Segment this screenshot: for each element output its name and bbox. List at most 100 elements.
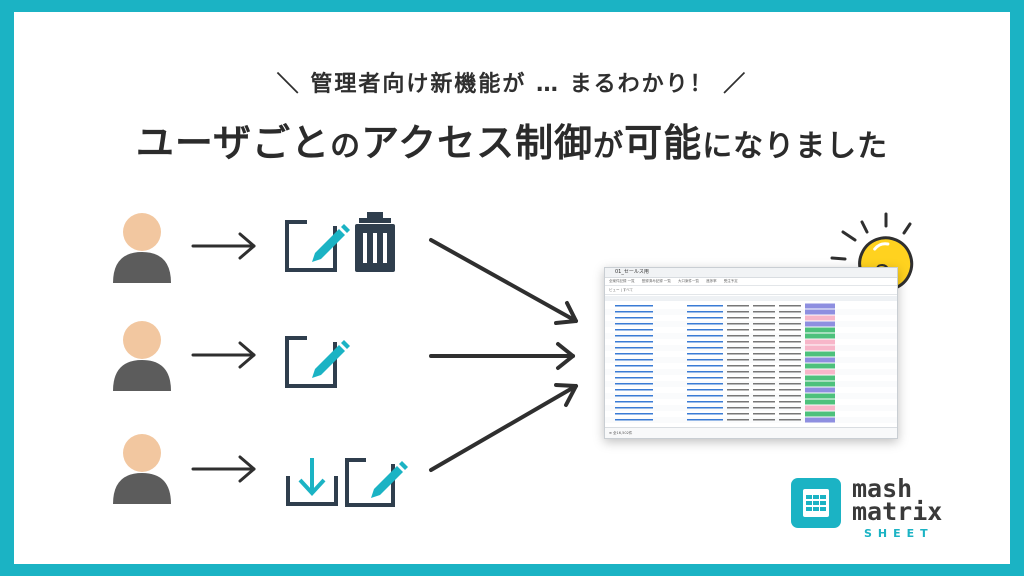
grid-cell-text <box>753 347 775 349</box>
grid-cell-text <box>687 305 723 307</box>
sheet-grid-icon <box>803 489 829 517</box>
grid-cell-text <box>687 371 723 373</box>
grid-row <box>605 369 897 375</box>
grid-status-tag <box>805 387 835 393</box>
grid-status-tag <box>805 303 835 309</box>
grid-cell-text <box>727 389 749 391</box>
grid-cell-text <box>615 419 653 421</box>
grid-status-tag <box>805 345 835 351</box>
grid-cell-text <box>615 335 653 337</box>
grid-row <box>605 333 897 339</box>
grid-cell-text <box>687 413 723 415</box>
grid-cell-text <box>615 395 653 397</box>
arrow-converge-icon <box>429 383 578 472</box>
window-title: 01_セールス用 <box>605 268 897 278</box>
grid-cell-text <box>615 401 653 403</box>
grid-cell-text <box>687 317 723 319</box>
title-part: の <box>330 129 362 164</box>
grid-cell-text <box>687 329 723 331</box>
title-part: アクセス制御 <box>361 121 594 165</box>
grid-cell-text <box>727 341 749 343</box>
edit-icon <box>285 216 350 272</box>
grid-cell-text <box>615 311 653 313</box>
grid-cell-text <box>753 365 775 367</box>
grid-cell-text <box>779 341 801 343</box>
grid-row <box>605 411 897 417</box>
grid-row <box>605 405 897 411</box>
grid-cell-text <box>753 323 775 325</box>
grid-status-tag <box>805 381 835 387</box>
logo-text-line1: mash <box>852 474 913 503</box>
title-part: ユーザごと <box>135 121 331 165</box>
grid-cell-text <box>687 359 723 361</box>
grid-cell-text <box>779 347 801 349</box>
grid-cell-text <box>753 341 775 343</box>
grid-cell-text <box>753 407 775 409</box>
grid-row <box>605 357 897 363</box>
grid-row <box>605 339 897 345</box>
grid-cell-text <box>727 407 749 409</box>
grid-cell-text <box>727 311 749 313</box>
grid-cell-text <box>687 383 723 385</box>
grid-status-tag <box>805 393 835 399</box>
data-grid <box>605 296 897 423</box>
grid-cell-text <box>615 413 653 415</box>
grid-row <box>605 321 897 327</box>
grid-cell-text <box>727 413 749 415</box>
grid-cell-text <box>727 305 749 307</box>
grid-status-tag <box>805 309 835 315</box>
grid-status-tag <box>805 405 835 411</box>
logo-text-line2: matrix <box>852 497 943 526</box>
grid-cell-text <box>615 407 653 409</box>
grid-cell-text <box>727 317 749 319</box>
grid-status-tag <box>805 363 835 369</box>
grid-status-tag <box>805 399 835 405</box>
grid-cell-text <box>687 347 723 349</box>
grid-row <box>605 327 897 333</box>
title-part: になりました <box>702 129 889 164</box>
person-icon <box>113 213 171 283</box>
footer-count: ≡ 全16,502件 <box>605 427 897 438</box>
grid-row <box>605 345 897 351</box>
grid-cell-text <box>615 341 653 343</box>
grid-cell-text <box>615 389 653 391</box>
subtitle: ＼ 管理者向け新機能が … まるわかり！ ／ <box>276 72 748 97</box>
grid-cell-text <box>687 389 723 391</box>
grid-cell-text <box>779 317 801 319</box>
grid-cell-text <box>687 365 723 367</box>
view-tabs: 全案件記録 一覧 登録済み記録 一覧 大口案件一覧 進捗率 受注予定 <box>605 278 897 286</box>
grid-cell-text <box>687 377 723 379</box>
grid-cell-text <box>615 383 653 385</box>
grid-status-tag <box>805 315 835 321</box>
grid-row <box>605 381 897 387</box>
grid-cell-text <box>779 419 801 421</box>
grid-cell-text <box>753 359 775 361</box>
grid-cell-text <box>687 395 723 397</box>
grid-cell-text <box>615 317 653 319</box>
tab: 進捗率 <box>706 279 717 283</box>
grid-cell-text <box>615 305 653 307</box>
page-title: ユーザごとのアクセス制御が可能になりました <box>0 112 1024 167</box>
grid-status-tag <box>805 321 835 327</box>
grid-cell-text <box>753 413 775 415</box>
grid-cell-text <box>687 341 723 343</box>
grid-cell-text <box>779 371 801 373</box>
grid-row <box>605 399 897 405</box>
grid-cell-text <box>727 371 749 373</box>
arrow-right-icon <box>191 455 256 483</box>
grid-cell-text <box>753 335 775 337</box>
tab: 登録済み記録 一覧 <box>641 279 671 283</box>
grid-row <box>605 393 897 399</box>
grid-status-tag <box>805 351 835 357</box>
grid-cell-text <box>779 407 801 409</box>
arrow-converge-icon <box>429 238 578 325</box>
grid-status-tag <box>805 375 835 381</box>
grid-cell-text <box>727 359 749 361</box>
arrow-right-icon <box>191 341 256 369</box>
grid-cell-text <box>753 371 775 373</box>
grid-cell-text <box>753 377 775 379</box>
grid-cell-text <box>687 353 723 355</box>
grid-cell-text <box>779 383 801 385</box>
grid-header <box>605 296 897 301</box>
grid-cell-text <box>727 323 749 325</box>
